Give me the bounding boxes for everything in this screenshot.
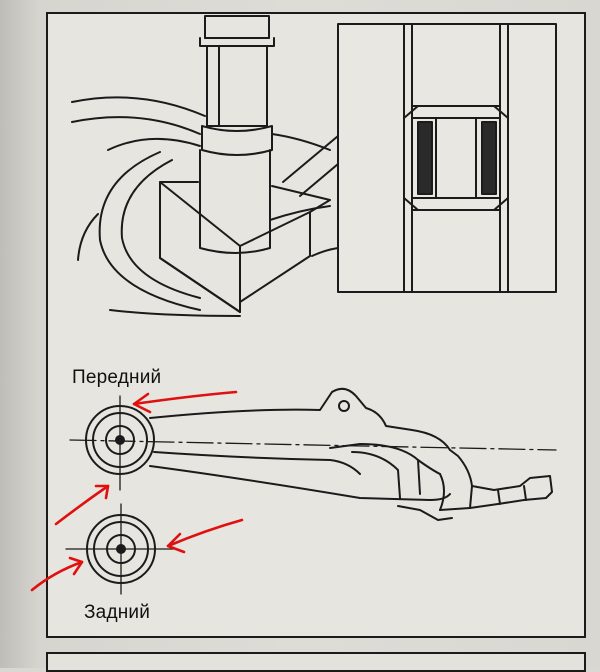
press-illustration — [71, 15, 339, 317]
bushing-cross-section — [337, 23, 557, 293]
callout-pointer-lower — [299, 163, 339, 197]
red-arrow-icon — [54, 484, 110, 526]
suspension-arm — [65, 387, 557, 595]
front-bushing-label: Передний — [72, 367, 162, 388]
red-arrow-icon — [166, 518, 244, 554]
red-arrow-icon — [132, 390, 238, 414]
red-arrow-icon — [30, 556, 84, 592]
rear-bushing-label: Задний — [84, 602, 151, 623]
callout-pointer-upper — [282, 135, 339, 183]
